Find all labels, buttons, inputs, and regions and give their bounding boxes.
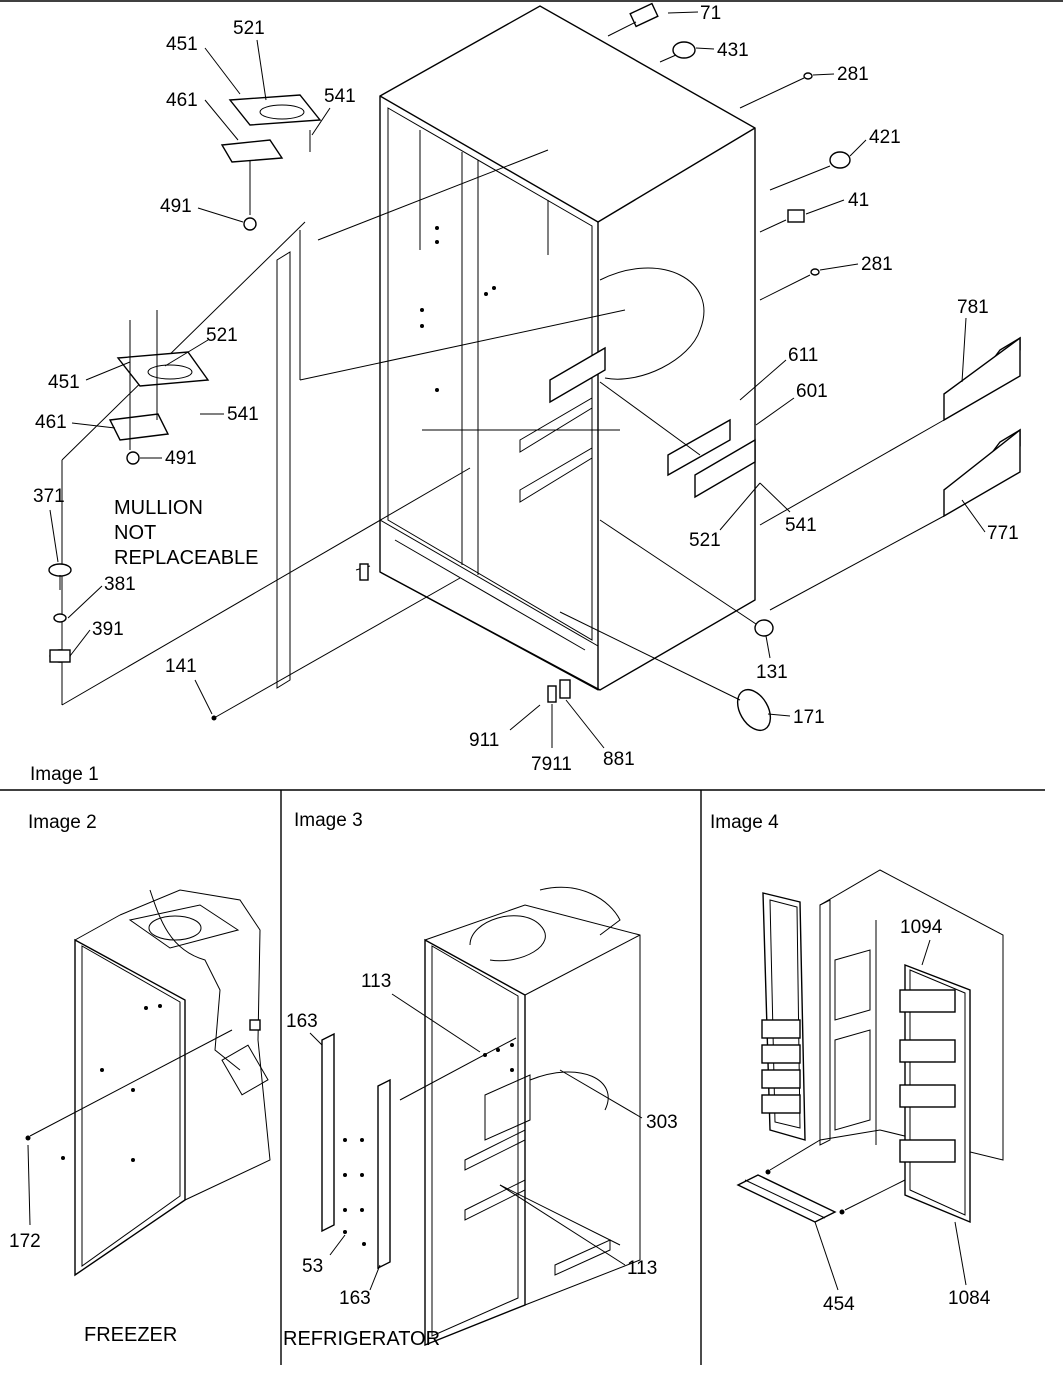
- part-label: 781: [957, 297, 989, 318]
- part-label: 601: [796, 381, 828, 402]
- image1-caption: Image 1: [30, 764, 99, 785]
- part-label: 141: [165, 656, 197, 677]
- image2-labels: Image 2 172 FREEZER: [9, 812, 177, 1346]
- part-label: 541: [785, 515, 817, 536]
- part-label: 521: [233, 18, 265, 39]
- part-label: 491: [160, 196, 192, 217]
- image1-leaders: [49, 11, 986, 749]
- mullion-note: REPLACEABLE: [114, 547, 259, 569]
- part-label: 611: [788, 345, 818, 366]
- part-label: 371: [33, 486, 65, 507]
- part-label: 163: [339, 1288, 371, 1309]
- part-label: 163: [286, 1011, 318, 1032]
- image1-hardware: [48, 2, 1021, 731]
- part-label: 454: [823, 1294, 855, 1315]
- part-label: 461: [166, 90, 198, 111]
- part-label: 461: [35, 412, 67, 433]
- part-label: 521: [689, 530, 721, 551]
- part-label: 7911: [531, 754, 572, 775]
- part-label: 911: [469, 730, 499, 751]
- mullion-note: MULLION: [114, 497, 203, 519]
- part-label: 71: [700, 3, 721, 24]
- part-label: 391: [92, 619, 124, 640]
- part-label: 421: [869, 127, 901, 148]
- image4-labels: Image 4 1094 454 1084: [710, 812, 991, 1315]
- part-label: 451: [48, 372, 80, 393]
- part-label: 172: [9, 1231, 41, 1252]
- part-label: 171: [793, 707, 825, 728]
- part-label: 491: [165, 448, 197, 469]
- part-label: 53: [302, 1256, 323, 1277]
- freezer-label: FREEZER: [84, 1324, 177, 1346]
- part-label: 521: [206, 325, 238, 346]
- part-label: 1094: [900, 917, 943, 938]
- part-label: 381: [104, 574, 136, 595]
- part-label: 541: [227, 404, 259, 425]
- image1-cabinet: [379, 5, 756, 691]
- part-label: 1084: [948, 1288, 991, 1309]
- part-label: 113: [361, 971, 391, 992]
- part-label: 113: [627, 1258, 657, 1279]
- part-label: 541: [324, 86, 356, 107]
- image2-caption: Image 2: [28, 812, 97, 833]
- image4-caption: Image 4: [710, 812, 779, 833]
- refrigerator-label: REFRIGERATOR: [283, 1328, 440, 1350]
- part-label: 281: [837, 64, 869, 85]
- part-label: 281: [861, 254, 893, 275]
- image3-caption: Image 3: [294, 810, 363, 831]
- part-label: 41: [848, 190, 869, 211]
- part-label: 431: [717, 40, 749, 61]
- mullion-note: NOT: [114, 522, 156, 544]
- image1-labels: 71 431 281 421 41 281 781 611 601 541 52…: [30, 3, 1019, 785]
- image3-refrigerator-door: [321, 886, 641, 1347]
- part-label: 771: [987, 523, 1019, 544]
- image3-labels: Image 3 113 163 303 113 53 163 REFRIGERA…: [283, 810, 678, 1350]
- image4-open-refrigerator: [736, 869, 1004, 1224]
- part-label: 303: [646, 1112, 678, 1133]
- part-label: 131: [756, 662, 788, 683]
- image2-freezer-door: [25, 889, 271, 1277]
- image1-mullion: [61, 149, 626, 719]
- part-label: 451: [166, 34, 198, 55]
- part-label: 881: [603, 749, 635, 770]
